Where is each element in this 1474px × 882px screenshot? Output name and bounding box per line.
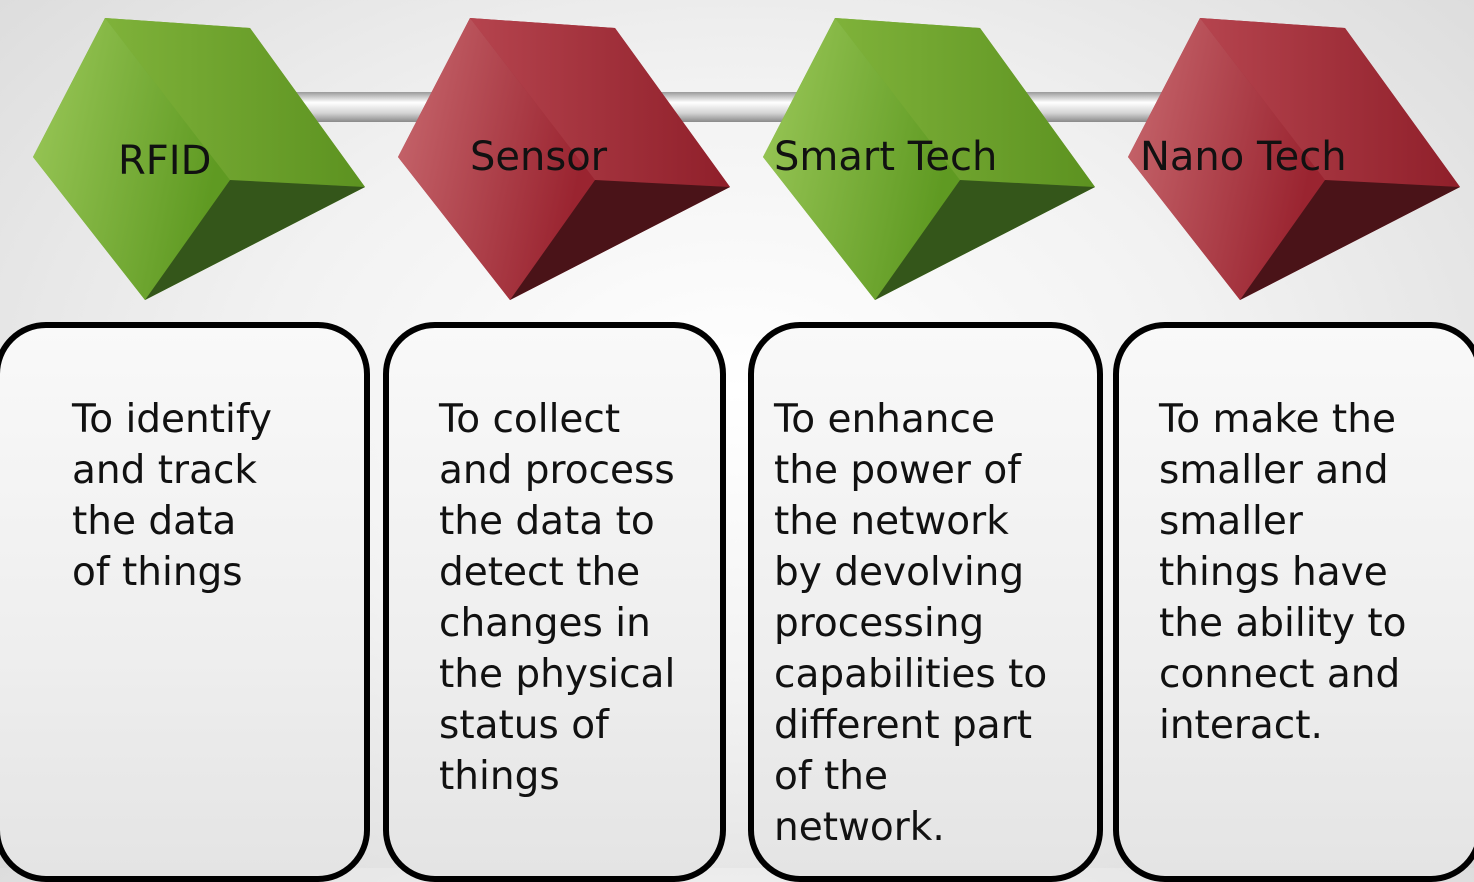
connectors (272, 92, 1200, 122)
cube-smart-tech (763, 18, 1095, 300)
card-nano-tech: To make the smaller and smaller things h… (1113, 322, 1474, 882)
cube-nano-tech (1128, 18, 1460, 300)
cube-rfid (33, 18, 365, 300)
cube-label-smart-tech: Smart Tech (774, 134, 998, 180)
cube-label-rfid: RFID (118, 138, 212, 184)
card-smart-tech: To enhance the power of the network by d… (748, 322, 1103, 882)
cube-label-sensor: Sensor (470, 134, 608, 180)
card-rfid: To identify and track the data of things (0, 322, 370, 882)
card-text-sensor: To collect and process the data to detec… (439, 397, 676, 799)
cube-label-nano-tech: Nano Tech (1140, 134, 1347, 180)
card-text-smart-tech: To enhance the power of the network by d… (774, 397, 1048, 850)
connector-3 (1000, 92, 1200, 122)
card-sensor: To collect and process the data to detec… (383, 322, 726, 882)
card-text-rfid: To identify and track the data of things (72, 397, 273, 595)
card-text-nano-tech: To make the smaller and smaller things h… (1159, 397, 1407, 748)
cube-sensor (398, 18, 730, 300)
